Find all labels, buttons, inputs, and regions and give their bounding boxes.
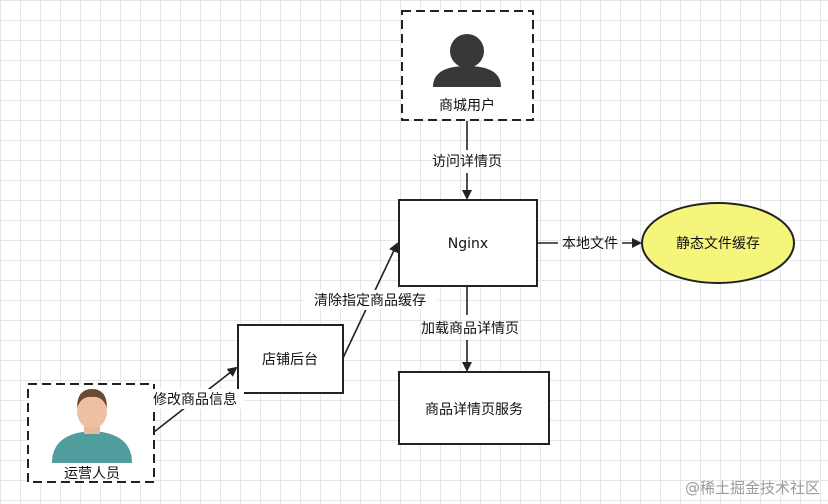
- person-avatar-icon: [52, 389, 132, 463]
- store-backend-label: 店铺后台: [262, 352, 318, 368]
- detail-service-label: 商品详情页服务: [425, 402, 523, 418]
- nginx-label: Nginx: [448, 236, 488, 252]
- load-detail-label: 加载商品详情页: [421, 321, 519, 337]
- edge-load-detail: 加载商品详情页: [421, 287, 519, 372]
- mall-user-node: 商城用户: [401, 10, 534, 121]
- edge-local-file: 本地文件: [538, 236, 642, 252]
- local-file-label: 本地文件: [562, 236, 618, 252]
- operator-node: 运营人员: [27, 383, 155, 483]
- operator-label: 运营人员: [64, 466, 120, 482]
- static-cache-node: 静态文件缓存: [641, 202, 795, 284]
- edge-modify-info: 修改商品信息: [146, 366, 244, 433]
- watermark: @稀土掘金技术社区: [685, 479, 820, 497]
- edge-visit-detail: 访问详情页: [432, 121, 502, 200]
- static-cache-label: 静态文件缓存: [676, 236, 760, 252]
- clear-cache-label: 清除指定商品缓存: [314, 293, 426, 309]
- edge-clear-cache: 清除指定商品缓存: [303, 242, 437, 359]
- store-backend-node: 店铺后台: [237, 324, 344, 394]
- mall-user-label: 商城用户: [439, 97, 495, 114]
- modify-info-label: 修改商品信息: [153, 391, 237, 408]
- user-silhouette-icon: [433, 34, 501, 87]
- detail-service-node: 商品详情页服务: [398, 371, 550, 445]
- nginx-node: Nginx: [398, 199, 538, 287]
- visit-detail-label: 访问详情页: [432, 154, 502, 170]
